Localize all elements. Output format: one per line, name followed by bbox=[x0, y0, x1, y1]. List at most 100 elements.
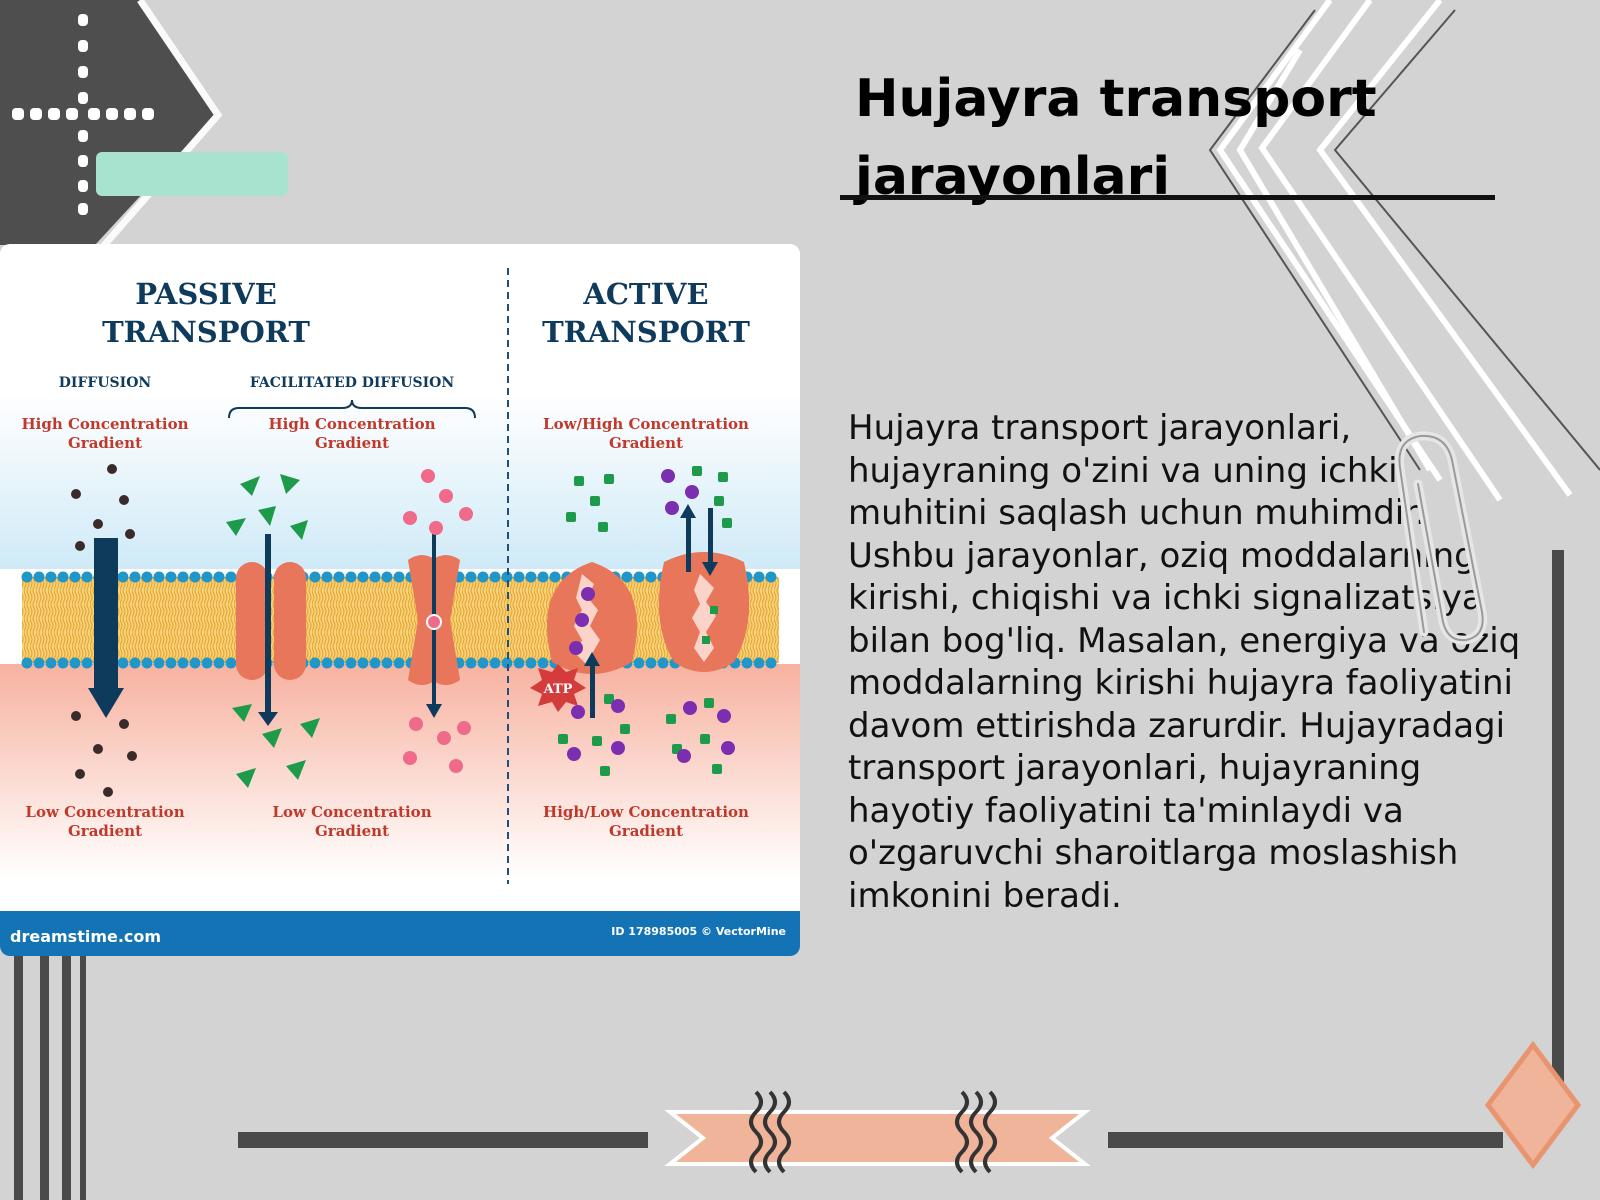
diamond-icon bbox=[1484, 1040, 1582, 1170]
active-title-1: ACTIVE bbox=[582, 277, 708, 311]
title-line-1: Hujayra transport bbox=[855, 69, 1377, 129]
chevron-stripes bbox=[1216, 0, 1573, 502]
lipid-head bbox=[633, 571, 645, 583]
diffusion-high-2: Gradient bbox=[68, 434, 142, 452]
source-brand: dreamstime.com bbox=[10, 927, 161, 946]
lipid-head bbox=[81, 571, 93, 583]
ribbon-banner bbox=[664, 1110, 1091, 1166]
lipid-head bbox=[129, 571, 141, 583]
squiggle-icon bbox=[749, 1090, 997, 1174]
lipid-head bbox=[225, 657, 237, 669]
lipid-head bbox=[33, 657, 45, 669]
lipid-head bbox=[225, 571, 237, 583]
lipid-head bbox=[33, 571, 45, 583]
diffusion-high-1: High Concentration bbox=[21, 415, 188, 433]
lipid-head bbox=[177, 571, 189, 583]
lipid-head bbox=[21, 657, 33, 669]
lipid-head bbox=[165, 657, 177, 669]
lipid-head bbox=[501, 571, 513, 583]
lipid-head bbox=[213, 571, 225, 583]
lipid-head bbox=[189, 571, 201, 583]
facilitated-low-1: Low Concentration bbox=[272, 803, 431, 821]
bottom-bar-right bbox=[1108, 1132, 1503, 1148]
facilitated-low-2: Gradient bbox=[315, 822, 389, 840]
pump-protein-2 bbox=[658, 504, 750, 672]
lipid-head bbox=[465, 657, 477, 669]
channel-protein bbox=[236, 534, 306, 726]
slide-title: Hujayra transport jarayonlari bbox=[855, 60, 1495, 216]
diffusion-molecules bbox=[71, 464, 137, 797]
corner-dark-diamond bbox=[0, 0, 215, 245]
lipid-head bbox=[501, 657, 513, 669]
source-id: ID 178985005 © VectorMine bbox=[611, 925, 786, 938]
lipid-head bbox=[765, 571, 777, 583]
lipid-head bbox=[657, 657, 669, 669]
lipid-head bbox=[393, 571, 405, 583]
lipid-head bbox=[369, 571, 381, 583]
lipid-head bbox=[129, 657, 141, 669]
lipid-head bbox=[381, 657, 393, 669]
lipid-head bbox=[489, 571, 501, 583]
lipid-head bbox=[213, 657, 225, 669]
lipid-head bbox=[753, 657, 765, 669]
lipid-head bbox=[45, 571, 57, 583]
plus-pattern-icon bbox=[12, 14, 154, 215]
active-molecules bbox=[558, 466, 735, 776]
mint-accent-bar bbox=[96, 152, 288, 196]
lipid-head bbox=[537, 657, 549, 669]
lipid-head bbox=[177, 657, 189, 669]
active-lowhigh-1: Low/High Concentration bbox=[543, 415, 749, 433]
lipid-head bbox=[69, 657, 81, 669]
lipid-head bbox=[765, 657, 777, 669]
lipid-head bbox=[153, 657, 165, 669]
lipid-head bbox=[513, 657, 525, 669]
lipid-head bbox=[333, 571, 345, 583]
atp-badge: ATP bbox=[530, 664, 586, 712]
passive-title-1: PASSIVE bbox=[135, 277, 277, 311]
carrier-molecules bbox=[403, 469, 473, 773]
lipid-head bbox=[321, 657, 333, 669]
lipid-head bbox=[741, 657, 753, 669]
lipid-head bbox=[141, 571, 153, 583]
passive-title-2: TRANSPORT bbox=[102, 315, 310, 349]
body-paragraph: Hujayra transport jarayonlari, hujayrani… bbox=[848, 408, 1521, 916]
lipid-head bbox=[477, 657, 489, 669]
facilitated-brace bbox=[228, 399, 476, 419]
lipid-head bbox=[117, 657, 129, 669]
lipid-head bbox=[549, 571, 561, 583]
lipid-head bbox=[81, 657, 93, 669]
lipid-head bbox=[309, 657, 321, 669]
lipid-head bbox=[45, 657, 57, 669]
lipid-head bbox=[165, 571, 177, 583]
active-highlow-2: Gradient bbox=[609, 822, 683, 840]
title-underline bbox=[840, 195, 1495, 200]
lipid-head bbox=[525, 657, 537, 669]
lipid-head bbox=[309, 571, 321, 583]
lipid-head bbox=[645, 571, 657, 583]
active-lowhigh-2: Gradient bbox=[609, 434, 683, 452]
lipid-head bbox=[345, 657, 357, 669]
lipid-head bbox=[381, 571, 393, 583]
lipid-head bbox=[57, 571, 69, 583]
lipid-head bbox=[465, 571, 477, 583]
transport-figure: PASSIVE TRANSPORT ACTIVE TRANSPORT DIFFU… bbox=[0, 244, 800, 956]
lipid-head bbox=[117, 571, 129, 583]
diffusion-low-2: Gradient bbox=[68, 822, 142, 840]
pump-protein-1 bbox=[547, 562, 637, 718]
lipid-head bbox=[369, 657, 381, 669]
diffusion-label: DIFFUSION bbox=[59, 375, 152, 391]
lipid-head bbox=[57, 657, 69, 669]
lipid-head bbox=[153, 571, 165, 583]
lipid-head bbox=[753, 571, 765, 583]
active-title-2: TRANSPORT bbox=[542, 315, 750, 349]
lipid-head bbox=[141, 657, 153, 669]
lipid-head bbox=[645, 657, 657, 669]
lipid-head bbox=[21, 571, 33, 583]
lipid-head bbox=[357, 657, 369, 669]
lipid-head bbox=[537, 571, 549, 583]
facilitated-label: FACILITATED DIFFUSION bbox=[250, 375, 455, 391]
right-vertical-bar bbox=[1552, 550, 1564, 1110]
lipid-head bbox=[357, 571, 369, 583]
lipid-head bbox=[69, 571, 81, 583]
